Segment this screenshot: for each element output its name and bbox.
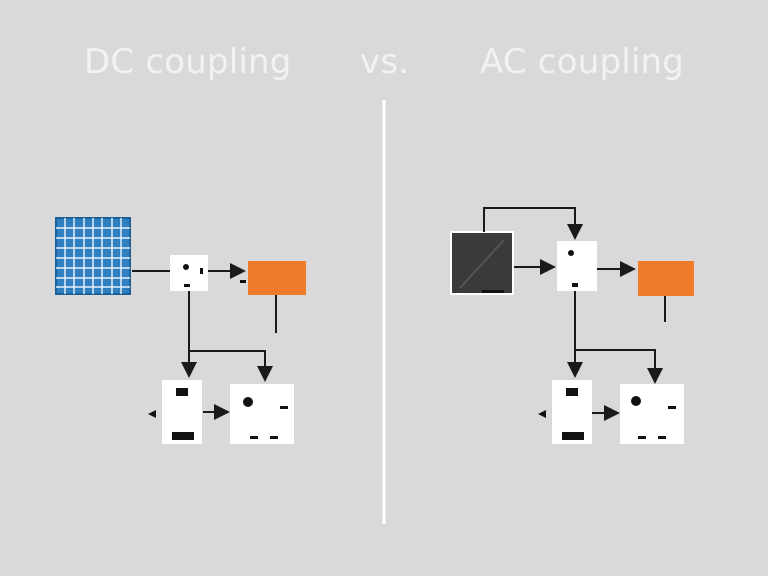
ac-coupling-title: AC coupling [480,42,685,82]
battery-icon [638,261,694,296]
connector-tick [240,280,246,283]
meter-icon [620,384,684,444]
arrow-in-icon [148,410,156,418]
inverter-icon [170,255,208,291]
solar-panel-icon [55,217,131,295]
vs-label: vs. [360,42,410,82]
arrow-line [189,350,273,382]
dark-panel-icon [450,231,514,295]
dc-coupling-diagram [55,217,306,444]
arrow-line [483,207,583,240]
inverter-icon [162,380,202,444]
arrow-in-icon [538,410,546,418]
meter-icon [230,384,294,444]
ac-coupling-diagram [450,207,694,444]
inverter-icon [557,241,597,291]
inverter-icon [552,380,592,444]
dc-coupling-title: DC coupling [84,42,292,82]
arrow-line [575,349,663,384]
battery-icon [248,261,306,295]
